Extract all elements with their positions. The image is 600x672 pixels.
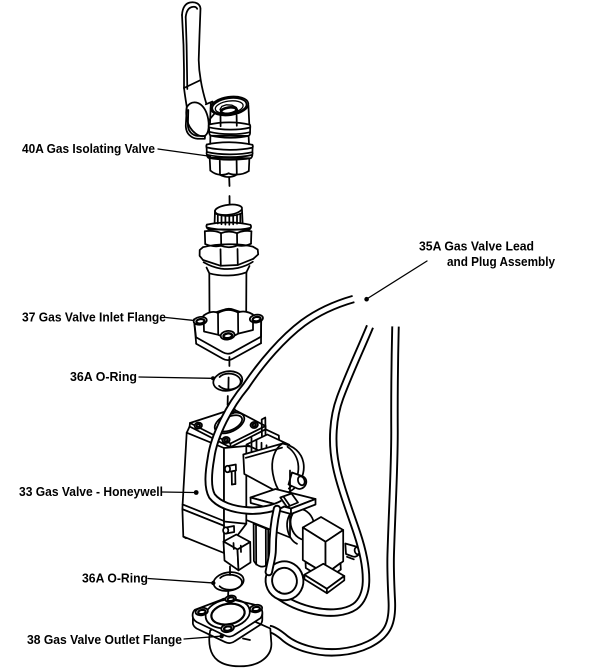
svg-text:33 Gas Valve - Honeywell: 33 Gas Valve - Honeywell <box>19 485 163 499</box>
svg-text:and Plug Assembly: and Plug Assembly <box>447 255 555 269</box>
svg-text:35A Gas Valve Lead: 35A Gas Valve Lead <box>419 240 534 254</box>
svg-text:38 Gas Valve Outlet Flange: 38 Gas Valve Outlet Flange <box>27 633 182 647</box>
svg-text:36A O-Ring: 36A O-Ring <box>70 370 137 384</box>
svg-text:40A Gas Isolating Valve: 40A Gas Isolating Valve <box>22 142 155 156</box>
svg-text:37 Gas Valve Inlet Flange: 37 Gas Valve Inlet Flange <box>22 311 166 325</box>
svg-text:36A O-Ring: 36A O-Ring <box>82 572 148 586</box>
